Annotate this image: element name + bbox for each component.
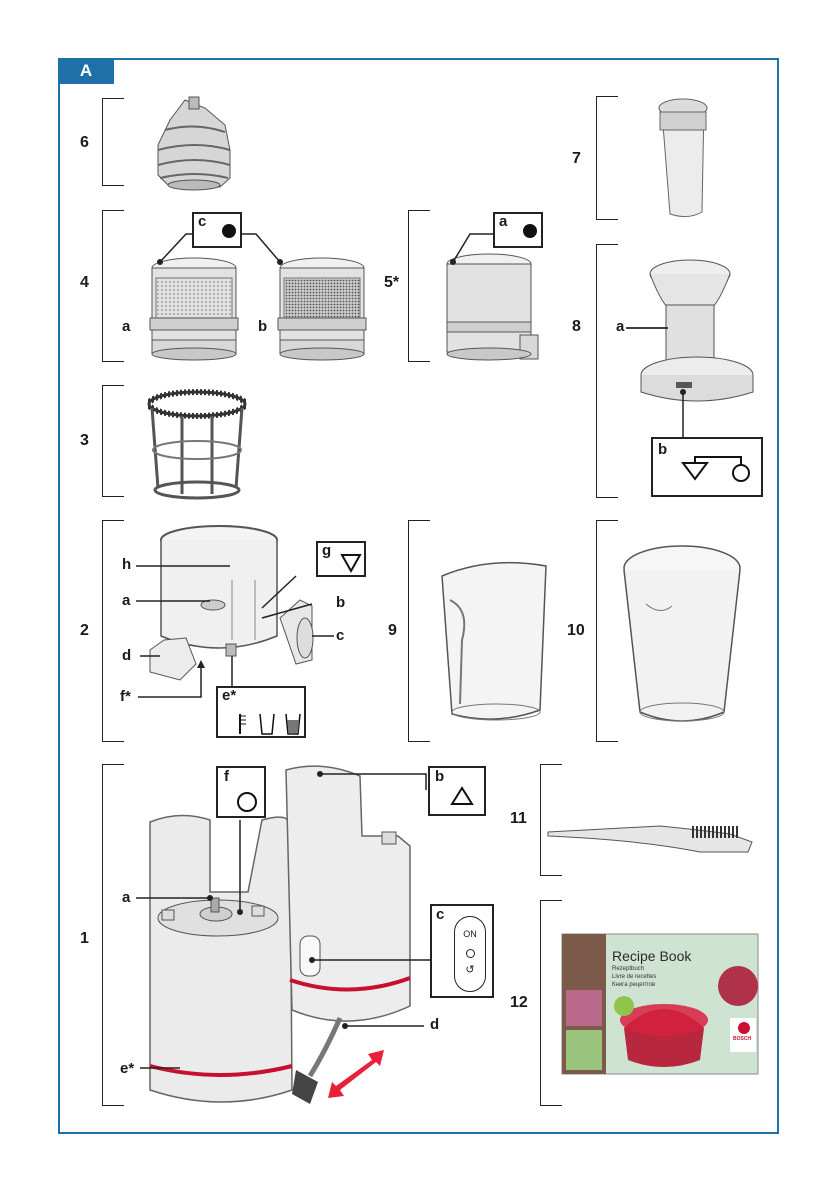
strainer-b-illustration xyxy=(278,258,366,360)
callout-8-b-symbol: b xyxy=(651,437,763,497)
switch-on-label: ON xyxy=(455,929,485,939)
label-4-a: a xyxy=(122,318,130,335)
filled-dot-icon xyxy=(222,224,236,238)
callout-c-letter: c xyxy=(198,213,206,230)
callout-f-circle: f xyxy=(216,766,266,818)
callout-switch-letter: c xyxy=(436,906,444,923)
label-8-a: a xyxy=(616,318,624,335)
auger-illustration xyxy=(158,97,230,190)
open-circle-icon xyxy=(237,792,257,812)
callout-c-switch: c ON ↺ xyxy=(430,904,494,998)
strainer-a-illustration xyxy=(150,258,238,360)
label-2-d: d xyxy=(122,647,131,664)
feed-lid-illustration xyxy=(641,260,753,401)
callout-c-dot: c xyxy=(192,212,242,248)
pusher-illustration xyxy=(659,99,707,217)
callout-5-a-dot: a xyxy=(493,212,543,248)
switch-panel: ON ↺ xyxy=(454,916,486,992)
filled-dot-icon xyxy=(523,224,537,238)
recipe-book-brand: BOSCH xyxy=(733,1036,751,1042)
callout-g-triangle: g xyxy=(316,541,366,577)
callout-b-triangle: b xyxy=(428,766,486,816)
label-2-a: a xyxy=(122,592,130,609)
label-1-d: d xyxy=(430,1016,439,1033)
recipe-book-subtitle-3: Книга рецептов xyxy=(612,982,655,988)
recipe-book-subtitle-1: Rezeptbuch xyxy=(612,966,644,972)
motor-base-back-illustration xyxy=(286,766,410,1104)
reverse-icon: ↺ xyxy=(455,963,485,976)
up-triangle-icon xyxy=(430,768,488,818)
juice-jug-illustration xyxy=(442,563,546,720)
callout-5-a-letter: a xyxy=(499,213,507,230)
label-2-b: b xyxy=(336,594,345,611)
recipe-book-title: Recipe Book xyxy=(612,948,691,964)
pulp-container-illustration xyxy=(624,546,740,721)
strainer-5-illustration xyxy=(447,254,538,360)
switch-off-icon xyxy=(466,949,475,958)
label-2-c: c xyxy=(336,627,344,644)
down-triangle-icon xyxy=(318,543,368,579)
label-1-a: a xyxy=(122,889,130,906)
label-2-h: h xyxy=(122,556,131,573)
triangle-circle-icon xyxy=(653,439,765,499)
cleaning-brush-illustration xyxy=(548,826,752,852)
label-1-e: e* xyxy=(120,1060,134,1077)
recipe-book-subtitle-2: Livre de recettes xyxy=(612,974,656,980)
callout-e-fill-levels: e* xyxy=(216,686,306,738)
label-4-b: b xyxy=(258,318,267,335)
label-2-f: f* xyxy=(120,688,131,705)
fill-level-icons xyxy=(218,688,308,740)
callout-f-letter: f xyxy=(224,768,229,785)
rotating-brush-illustration xyxy=(149,392,245,498)
motor-base-front-illustration xyxy=(150,815,292,1102)
